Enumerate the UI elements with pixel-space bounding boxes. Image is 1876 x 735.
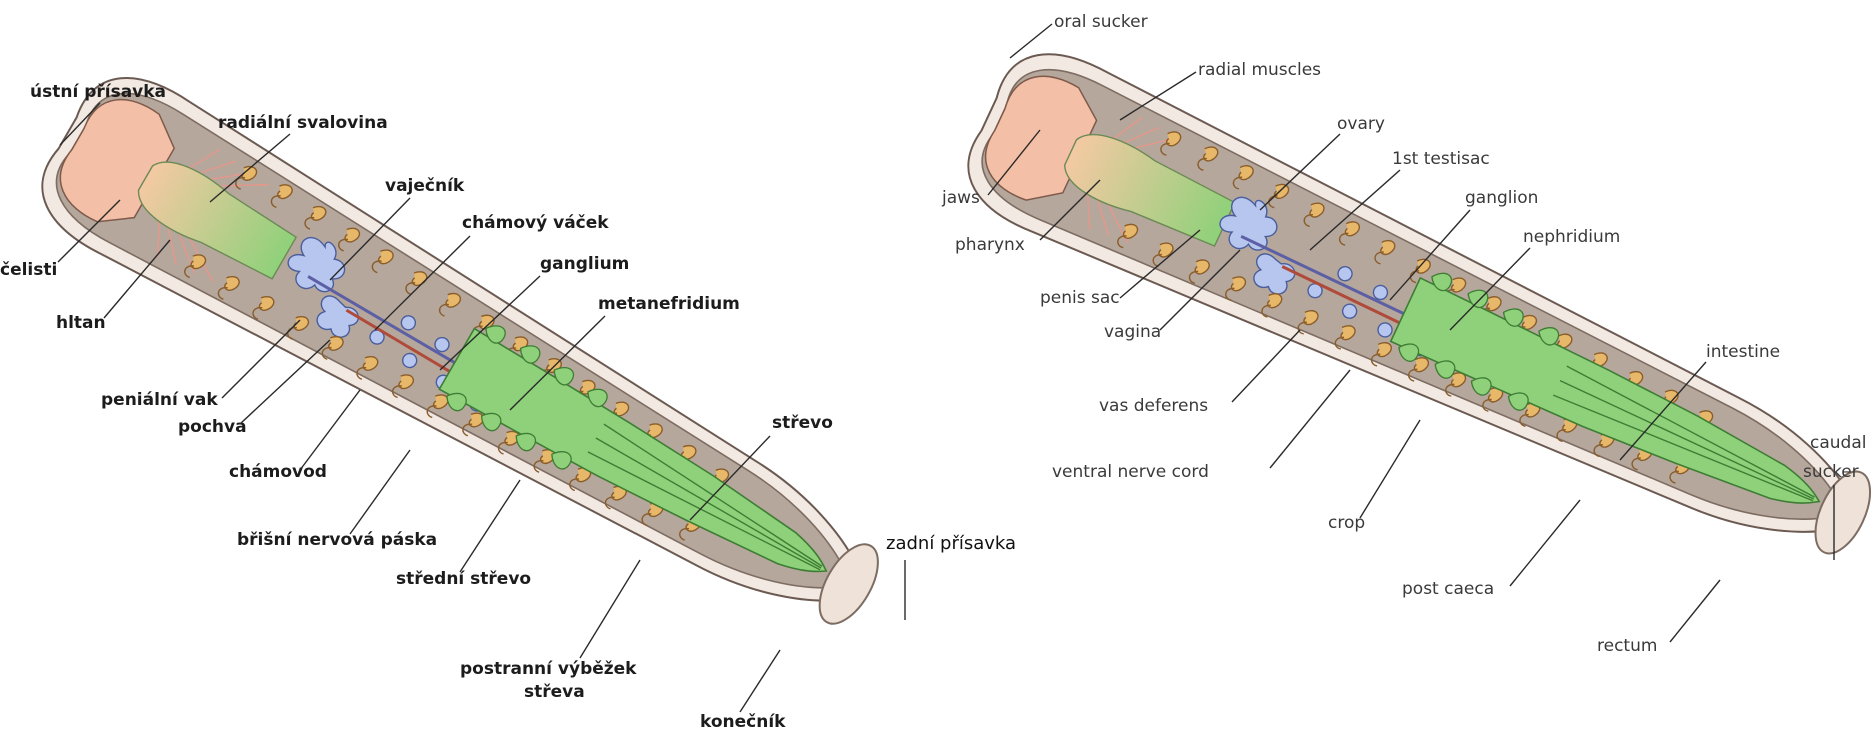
label-ganglion-en: ganglion bbox=[1465, 188, 1538, 208]
label-caudal-sucker: zadní přísavka bbox=[886, 533, 1016, 554]
label-lateral-caeca-line1: postranní výběžek bbox=[460, 659, 637, 679]
label-oral-sucker-en: oral sucker bbox=[1054, 12, 1148, 32]
label-radial-muscles: radiální svalovina bbox=[218, 113, 388, 133]
label-intestine-en: intestine bbox=[1706, 342, 1780, 362]
label-post-caeca-en: post caeca bbox=[1402, 579, 1494, 599]
label-ganglion: ganglium bbox=[540, 254, 629, 274]
label-vas-deferens: chámovod bbox=[229, 462, 327, 482]
label-penis-sac-en: penis sac bbox=[1040, 288, 1120, 308]
label-radial-muscles-en: radial muscles bbox=[1198, 60, 1321, 80]
label-oral-sucker: ústní přísavka bbox=[30, 82, 166, 102]
label-jaws: čelisti bbox=[0, 260, 57, 280]
label-nephridium-en: nephridium bbox=[1523, 227, 1620, 247]
label-metanephridium: metanefridium bbox=[598, 294, 740, 314]
label-rectum: konečník bbox=[700, 712, 786, 732]
label-lateral-caeca-line2: střeva bbox=[524, 682, 585, 702]
label-jaws-en: jaws bbox=[941, 188, 980, 208]
label-pharynx-en: pharynx bbox=[955, 235, 1025, 255]
label-ventral-nerve-cord-en: ventral nerve cord bbox=[1052, 462, 1209, 482]
label-seminal-sac: chámový váček bbox=[462, 213, 609, 233]
label-midgut: střední střevo bbox=[396, 569, 531, 589]
intestine-shape bbox=[439, 329, 843, 603]
label-penis-sac: peniální vak bbox=[101, 390, 218, 410]
label-ventral-nerve-cord: břišní nervová páska bbox=[237, 530, 437, 550]
label-caudal-sucker-en-line2: sucker bbox=[1803, 462, 1859, 482]
label-pharynx: hltan bbox=[56, 313, 106, 333]
label-crop-en: crop bbox=[1328, 513, 1365, 533]
label-ovary: vaječník bbox=[385, 176, 465, 196]
label-caudal-sucker-en-line1: caudal bbox=[1810, 433, 1866, 453]
label-testisac-en: 1st testisac bbox=[1392, 149, 1490, 169]
label-intestine: střevo bbox=[772, 413, 833, 433]
label-ovary-en: ovary bbox=[1337, 114, 1385, 134]
label-rectum-en: rectum bbox=[1597, 636, 1657, 656]
label-vagina: pochva bbox=[178, 417, 247, 437]
label-vagina-en: vagina bbox=[1104, 322, 1161, 342]
label-vas-deferens-en: vas deferens bbox=[1099, 396, 1208, 416]
right-leech bbox=[950, 34, 1876, 602]
